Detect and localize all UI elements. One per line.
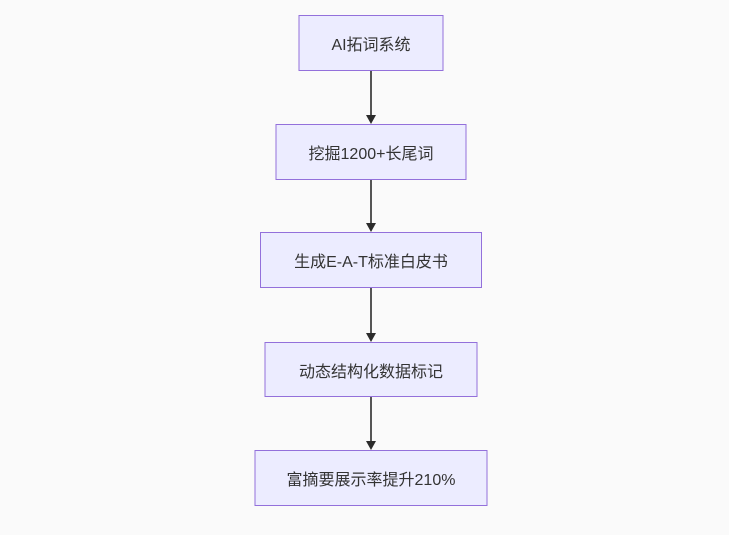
- edge-arrow-down-3: [370, 288, 372, 333]
- edge-arrow-down-2: [370, 180, 372, 223]
- flow-node-mine-longtail-keywords: 挖掘1200+长尾词: [275, 124, 467, 180]
- flow-node-rich-snippet-rate-increase: 富摘要展示率提升210%: [254, 450, 488, 506]
- flow-node-generate-eat-whitepaper: 生成E-A-T标准白皮书: [260, 232, 482, 288]
- edge-arrow-down-1: [370, 71, 372, 115]
- edge-arrow-down-4: [370, 397, 372, 441]
- flow-node-dynamic-structured-data-markup: 动态结构化数据标记: [264, 342, 478, 397]
- flow-node-ai-word-expansion-system: AI拓词系统: [298, 15, 444, 71]
